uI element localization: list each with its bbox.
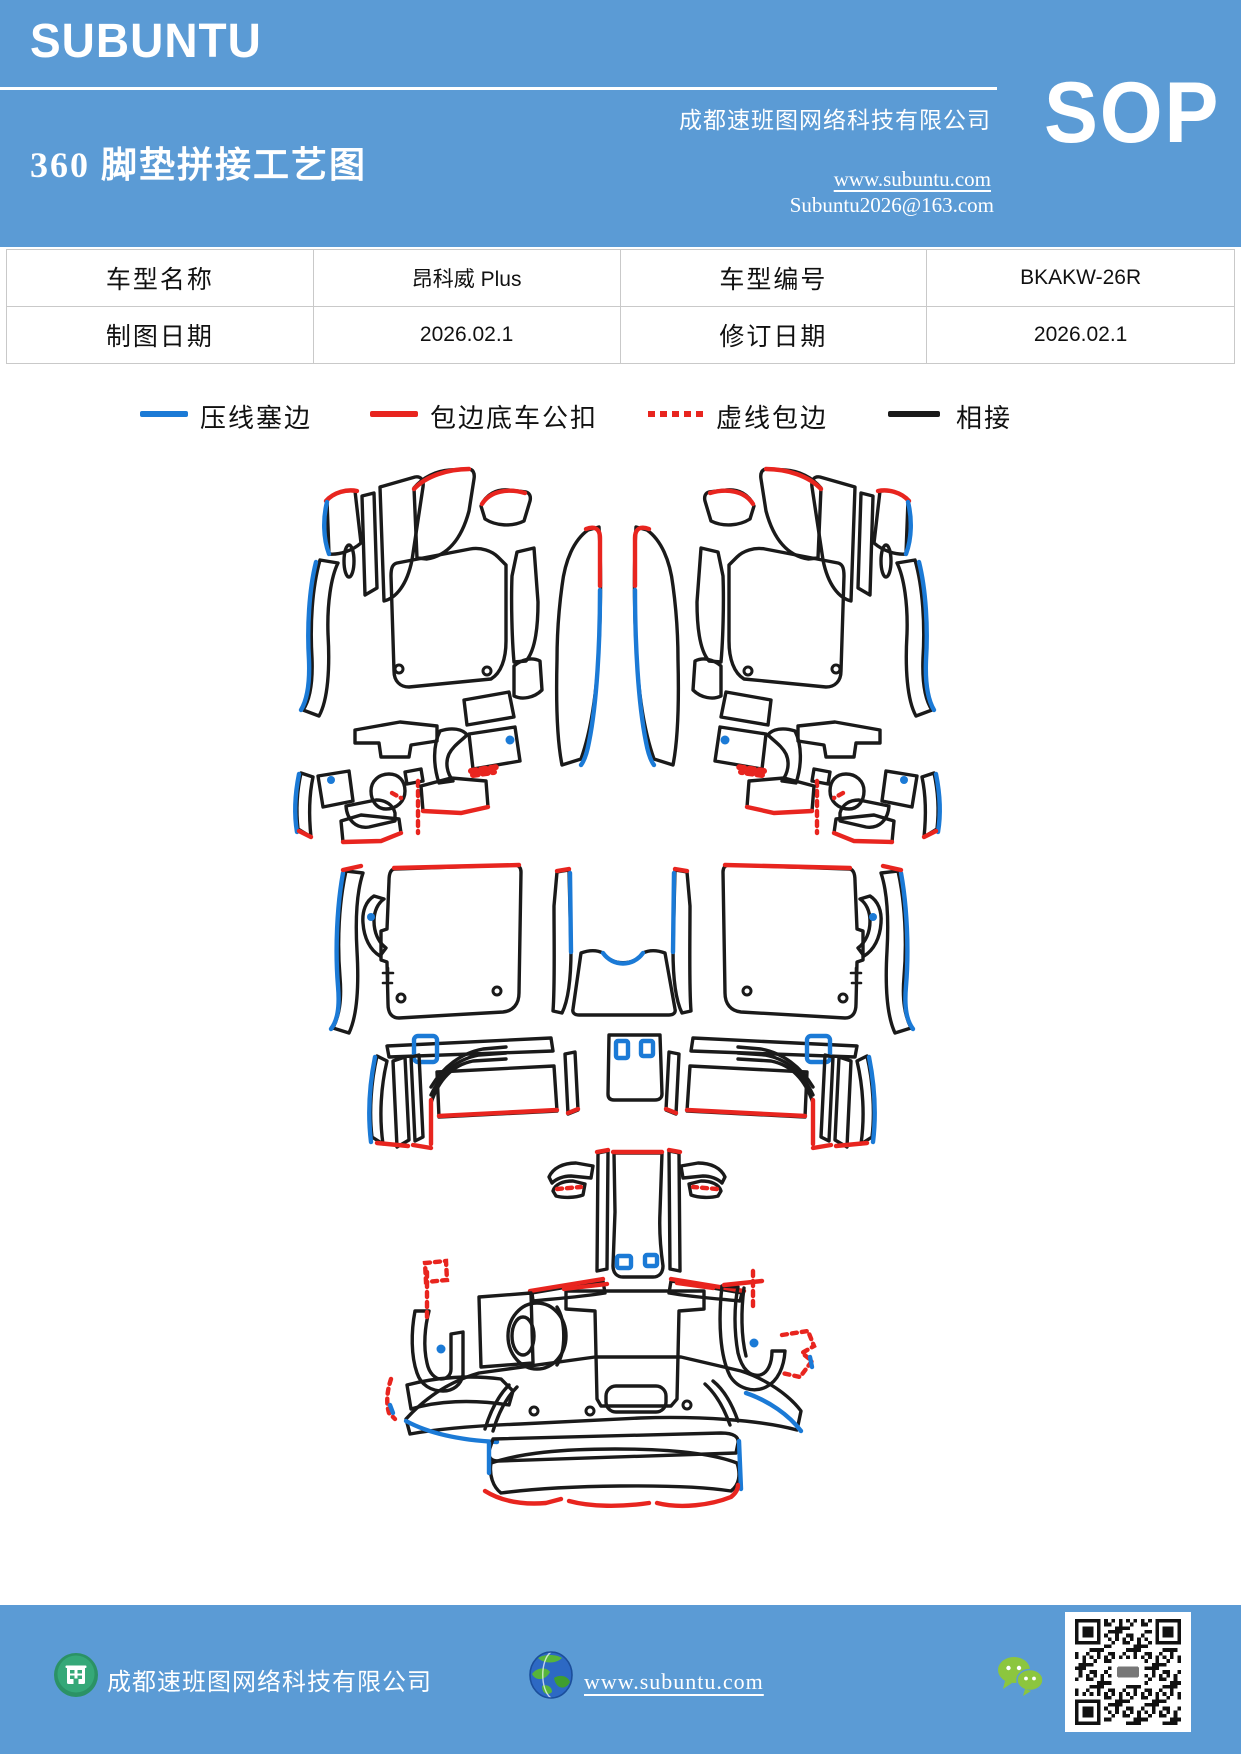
globe-icon [529, 1651, 573, 1699]
cell-vehicle-code-label: 车型编号 [620, 250, 928, 307]
middle-mat-group-left [328, 862, 581, 1151]
info-table: 车型名称 昂科威 Plus 车型编号 BKAKW-26R 制图日期 2026.0… [6, 249, 1235, 364]
wechat-icon [998, 1657, 1044, 1696]
cell-vehicle-name-value: 昂科威 Plus [313, 250, 621, 307]
legend-label-black: 相接 [956, 404, 1013, 433]
front-mat-group-left [293, 466, 603, 845]
legend-label-red: 包边底车公扣 [430, 404, 599, 433]
cell-revise-date-label: 修订日期 [621, 306, 928, 363]
legend-swatch-red-line [370, 411, 418, 417]
legend-label-blue: 压线塞边 [200, 404, 313, 433]
sop-badge: SOP [1044, 65, 1221, 161]
center-console-piece [606, 1033, 664, 1102]
header-website-link[interactable]: www.subuntu.com [833, 167, 991, 191]
legend-swatch-blue-line [140, 411, 188, 417]
footer-website-link[interactable]: www.subuntu.com [584, 1669, 764, 1694]
company-badge-icon [54, 1653, 98, 1697]
qr-code [1065, 1612, 1191, 1732]
footer-bar: 成都速班图网络科技有限公司 www.subuntu.com [0, 1605, 1241, 1754]
header-company-name: 成都速班图网络科技有限公司 [679, 108, 991, 133]
header-bar: SUBUNTU 360 脚垫拼接工艺图 成都速班图网络科技有限公司 www.su… [0, 0, 1241, 247]
cell-vehicle-code-value: BKAKW-26R [927, 250, 1234, 307]
footer-company-name: 成都速班图网络科技有限公司 [107, 1670, 432, 1696]
header-divider [0, 87, 997, 90]
legend-swatch-red-dotted-line [648, 411, 704, 417]
front-mat-group-right [635, 469, 940, 842]
middle-mat-group-right [666, 865, 913, 1148]
cell-draw-date-value: 2026.02.1 [314, 306, 621, 363]
cell-vehicle-name-label: 车型名称 [7, 250, 314, 307]
legend-swatch-black-line [888, 411, 940, 417]
header-email[interactable]: Subuntu2026@163.com [789, 193, 994, 217]
cell-draw-date-label: 制图日期 [7, 306, 314, 363]
page-title: 360 脚垫拼接工艺图 [30, 145, 368, 185]
legend-label-dotted: 虚线包边 [716, 404, 829, 433]
trunk-mat-group [385, 1147, 817, 1509]
brand-logo: SUBUNTU [30, 13, 262, 68]
cell-revise-date-value: 2026.02.1 [1033, 322, 1128, 346]
center-tunnel-piece [571, 949, 677, 1017]
legend: 压线塞边 包边底车公扣 虚线包边 相接 [0, 395, 1241, 441]
